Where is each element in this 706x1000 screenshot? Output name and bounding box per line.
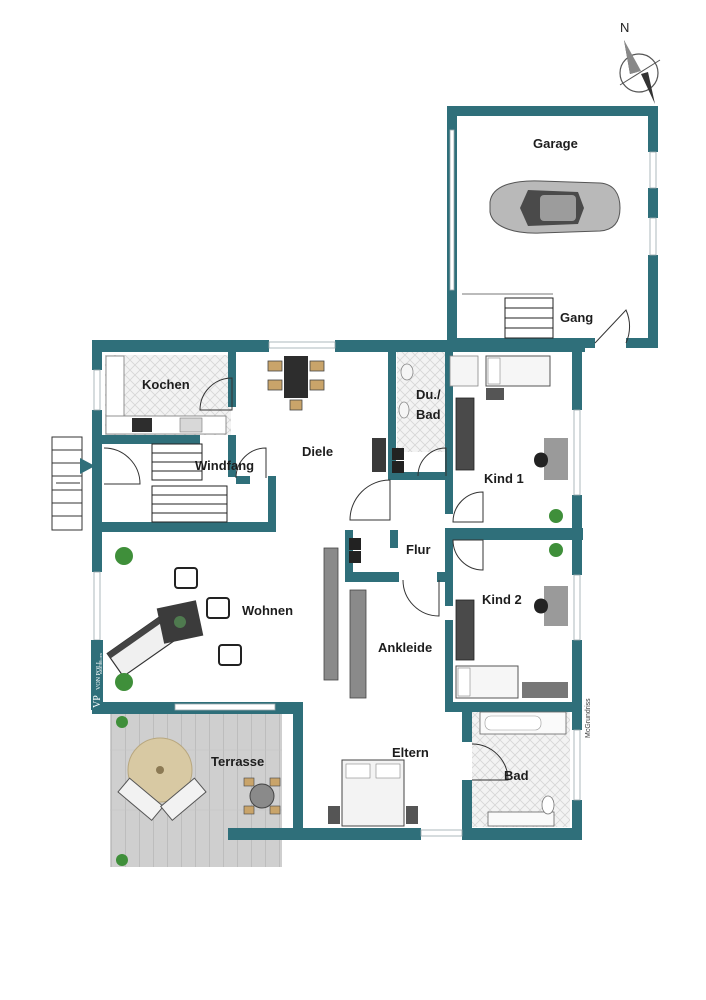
room-label-flur: Flur	[406, 542, 431, 557]
room-label-windfang: Windfang	[195, 458, 254, 473]
logo: VP VON POLL IMMOBILIEN	[91, 640, 103, 710]
furniture	[105, 180, 621, 827]
room-label-terrasse: Terrasse	[211, 754, 264, 769]
plant-icon	[116, 854, 128, 866]
svg-text:VP: VP	[92, 695, 103, 708]
windows	[93, 129, 657, 837]
svg-text:IMMOBILIEN: IMMOBILIEN	[99, 652, 103, 674]
entrance-arrow-icon	[80, 458, 95, 474]
plant-icon	[549, 543, 563, 557]
room-label-ankleide: Ankleide	[378, 640, 432, 655]
walls	[92, 106, 658, 840]
room-label-kind2: Kind 2	[482, 592, 522, 607]
stairs	[151, 293, 554, 523]
room-label-du-bad: Du./	[416, 387, 441, 402]
room-label-eltern: Eltern	[392, 745, 429, 760]
dining-table	[284, 356, 308, 398]
room-label-garage: Garage	[533, 136, 578, 151]
plant-icon	[116, 716, 128, 728]
room-label-kochen: Kochen	[142, 377, 190, 392]
entry-stairs	[51, 436, 83, 531]
room-label-kind1: Kind 1	[484, 471, 524, 486]
credit-label: McGrundriss	[585, 698, 592, 738]
doors	[103, 309, 630, 781]
plant-icon	[115, 547, 133, 565]
parasol-icon	[127, 737, 193, 803]
room-label-bad: Bad	[504, 768, 529, 783]
svg-text:VON POLL: VON POLL	[96, 660, 102, 690]
compass-icon: N	[619, 20, 661, 104]
room-label-du-bad-2: Bad	[416, 407, 441, 422]
sink-icon	[179, 417, 203, 433]
plant-icon	[549, 509, 563, 523]
room-label-diele: Diele	[302, 444, 333, 459]
room-label-gang: Gang	[560, 310, 593, 325]
stove-icon	[132, 418, 152, 432]
plants	[115, 509, 563, 866]
car-icon	[489, 180, 621, 234]
room-label-wohnen: Wohnen	[242, 603, 293, 618]
plant-icon	[115, 673, 133, 691]
room-labels: Garage Gang Kochen Diele Du./ Bad Windfa…	[142, 136, 593, 783]
compass-label: N	[620, 20, 629, 35]
